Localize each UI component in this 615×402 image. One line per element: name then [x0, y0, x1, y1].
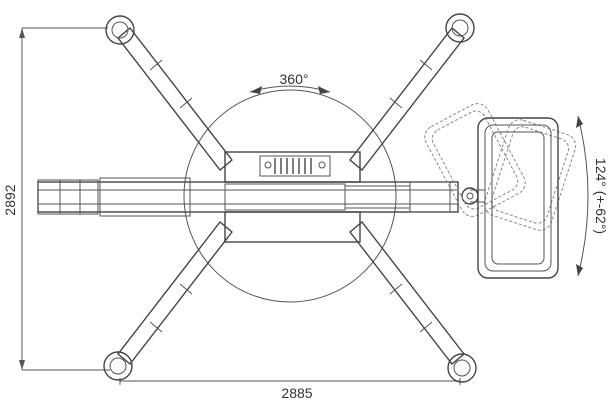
engine-block — [259, 155, 331, 177]
outrigger-lower-left — [103, 220, 233, 381]
rotation-label: 360° — [280, 71, 309, 87]
outrigger-lower-right — [349, 220, 477, 383]
height-label: 2892 — [2, 184, 18, 215]
outrigger-legs — [103, 13, 477, 383]
boom — [37, 177, 479, 217]
outrigger-upper-right — [349, 13, 475, 172]
chassis — [224, 151, 361, 243]
width-dimension: 2885 — [119, 378, 461, 401]
basket — [470, 117, 559, 279]
turret-rotation-circle — [183, 89, 397, 303]
basket-rotation-label: 124° (+-62°) — [593, 158, 609, 234]
width-label: 2885 — [281, 385, 312, 401]
height-dimension: 2892 — [2, 27, 110, 371]
basket-rotation-arrow: 124° (+-62°) — [576, 115, 609, 277]
basket-rotated-positions — [424, 103, 577, 231]
outrigger-upper-left — [105, 15, 233, 172]
rotation-arrow: 360° — [249, 71, 331, 94]
